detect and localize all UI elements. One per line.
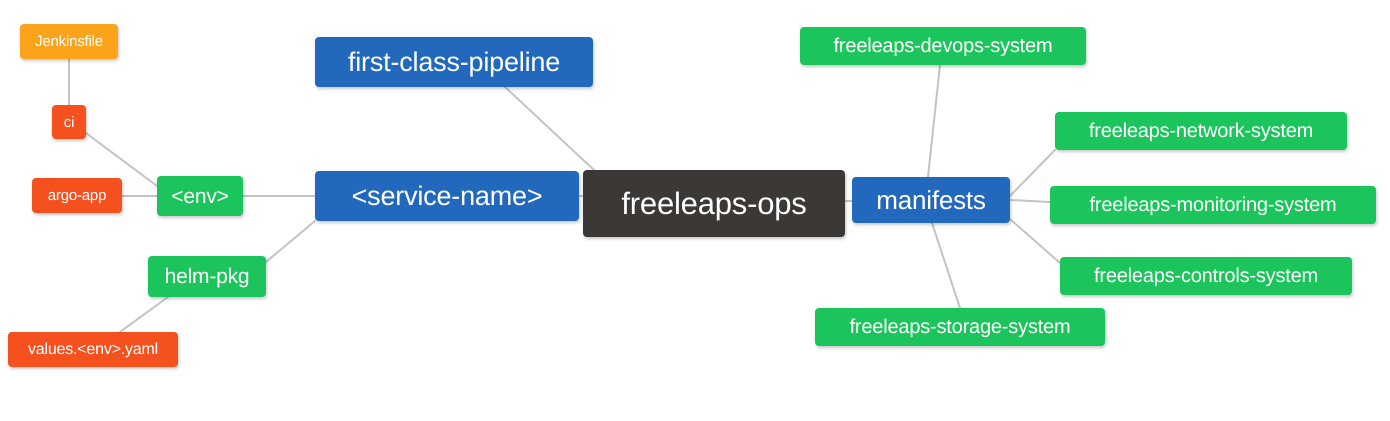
node-label: ci	[63, 113, 75, 131]
edge-freeleaps-controls-system-to-manifests	[1009, 218, 1061, 264]
node-label: freeleaps-controls-system	[1094, 265, 1318, 287]
node-freeleaps-devops-system[interactable]: freeleaps-devops-system	[800, 27, 1086, 65]
node-label: helm-pkg	[164, 265, 250, 288]
node-freeleaps-storage-system[interactable]: freeleaps-storage-system	[815, 308, 1105, 346]
node-label: <env>	[171, 184, 229, 208]
node-label: <service-name>	[351, 180, 543, 211]
edge-freeleaps-devops-system-to-manifests	[927, 64, 941, 178]
node-values-env-yaml[interactable]: values.<env>.yaml	[8, 332, 178, 367]
edge-helm-pkg-to-values-env-yaml	[119, 296, 169, 333]
node-label: values.<env>.yaml	[27, 340, 158, 358]
node-label: manifests	[876, 185, 986, 215]
node-label: freeleaps-network-system	[1088, 120, 1314, 142]
node-first-class-pipeline[interactable]: first-class-pipeline	[315, 37, 593, 87]
node-label: freeleaps-storage-system	[849, 316, 1071, 338]
node-label: first-class-pipeline	[347, 46, 561, 77]
node-label: Jenkinsfile	[35, 33, 103, 50]
node-manifests[interactable]: manifests	[852, 177, 1010, 223]
node-helm-pkg[interactable]: helm-pkg	[148, 256, 266, 297]
edge-first-class-pipeline-to-freeleaps-ops	[504, 86, 595, 171]
node-env[interactable]: <env>	[157, 176, 243, 216]
edge-freeleaps-storage-system-to-manifests	[931, 222, 961, 309]
node-freeleaps-monitoring-system[interactable]: freeleaps-monitoring-system	[1050, 186, 1376, 224]
node-service-name[interactable]: <service-name>	[315, 171, 579, 221]
node-label: freeleaps-devops-system	[833, 35, 1053, 57]
node-freeleaps-network-system[interactable]: freeleaps-network-system	[1055, 112, 1347, 150]
node-freeleaps-ops[interactable]: freeleaps-ops	[583, 170, 845, 237]
node-freeleaps-controls-system[interactable]: freeleaps-controls-system	[1060, 257, 1352, 295]
node-jenkinsfile[interactable]: Jenkinsfile	[20, 24, 118, 59]
node-argo-app[interactable]: argo-app	[32, 178, 122, 213]
node-label: argo-app	[47, 187, 107, 204]
edge-freeleaps-network-system-to-manifests	[1009, 149, 1056, 197]
node-label: freeleaps-monitoring-system	[1089, 194, 1337, 216]
edge-freeleaps-monitoring-system-to-manifests	[1009, 199, 1051, 203]
node-ci[interactable]: ci	[52, 105, 86, 139]
node-label: freeleaps-ops	[621, 186, 807, 221]
edge-service-name-to-helm-pkg	[265, 220, 316, 263]
